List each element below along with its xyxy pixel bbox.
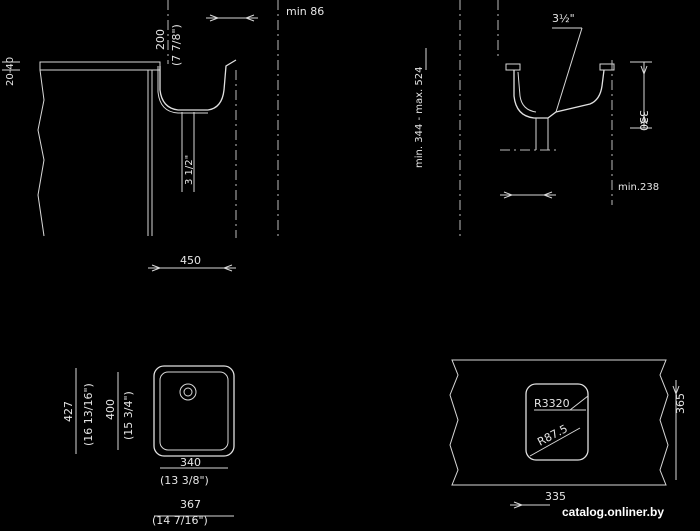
section-bowl xyxy=(513,69,605,119)
radius-small: R87.5 xyxy=(535,422,569,449)
drain-hole xyxy=(179,383,197,401)
dim-width-335: 335 xyxy=(545,490,566,503)
dim-range: min. 344 - max. 524 xyxy=(414,67,425,169)
dim-367: 367 xyxy=(180,498,201,511)
watermark: catalog.onliner.by xyxy=(562,505,664,519)
section-view: min. 344 - max. 524 3½" 330 min.238 xyxy=(414,0,659,238)
countertop-section xyxy=(39,61,161,71)
dim-400-inch: (15 3/4") xyxy=(122,391,135,440)
sink-inner-bowl xyxy=(159,371,229,451)
dim-200: 200 xyxy=(154,29,167,50)
dim-width-450: 450 xyxy=(180,254,201,267)
cabinet-left-edge xyxy=(37,69,45,237)
sink-bowl-profile xyxy=(159,59,237,111)
dim-min-238: min.238 xyxy=(618,182,659,193)
top-view: 427 (16 13/16") 400 (15 3/4") 340 (13 3/… xyxy=(62,365,235,527)
cutout-view: R3320 R87.5 335 365 xyxy=(449,359,687,509)
dim-427: 427 xyxy=(62,401,75,422)
dim-340-inch: (13 3/8") xyxy=(160,474,209,487)
dim-340: 340 xyxy=(180,456,201,469)
sink-outer-rim xyxy=(153,365,235,457)
dim-drain-inch: 3½" xyxy=(552,12,575,25)
dim-400: 400 xyxy=(104,399,117,420)
dim-367-inch: (14 7/16") xyxy=(152,514,208,527)
dim-height-365: 365 xyxy=(674,393,687,414)
dim-height-330: 330 xyxy=(637,110,650,131)
cutout-hatched-area xyxy=(449,359,669,486)
dim-200-inch: (7 7/8") xyxy=(170,24,183,66)
dim-min-86: min 86 xyxy=(286,5,324,18)
dim-drain-size: 3 1/2" xyxy=(184,155,195,185)
cutout-opening xyxy=(525,383,589,461)
dim-counter-thickness: 20-40 xyxy=(5,57,16,86)
dim-427-inch: (16 13/16") xyxy=(82,383,95,446)
side-view: 20-40 3 1/2" 200 (7 7/8") min 86 450 xyxy=(2,0,324,272)
radius-large: R3320 xyxy=(534,397,570,410)
